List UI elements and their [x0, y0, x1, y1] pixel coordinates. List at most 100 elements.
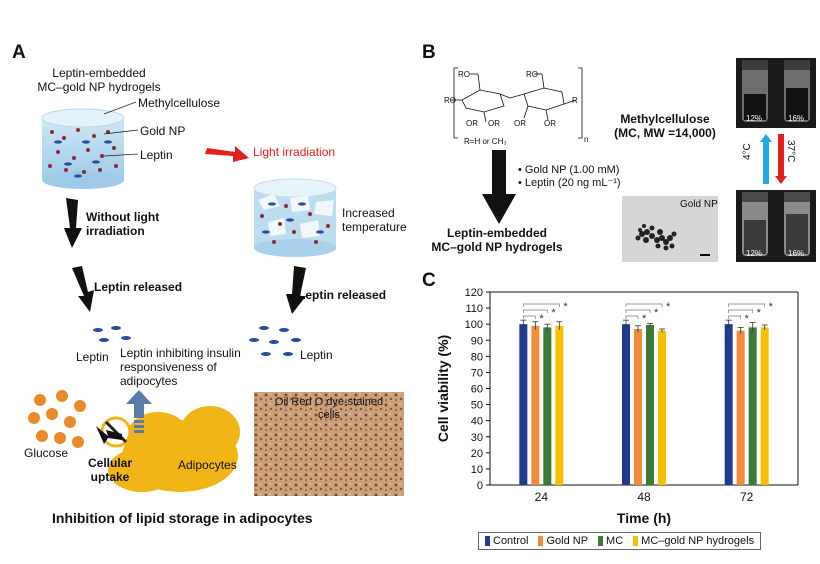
bar — [760, 327, 769, 485]
struct-ro-2: RO — [444, 96, 456, 105]
reagent-gold: • Gold NP (1.00 mM) — [518, 164, 620, 176]
significance-bracket — [625, 309, 651, 313]
label-methylcellulose: Methylcellulose — [138, 96, 221, 110]
bar — [736, 330, 745, 485]
leptin-released-left: Leptin released — [94, 280, 183, 294]
bar — [724, 324, 733, 485]
legend-label-mc: MC — [606, 535, 624, 547]
significance-bracket — [625, 303, 663, 307]
cell-viability-chart: 010203040506070809010011012024***48***72… — [435, 287, 799, 526]
legend-swatch-mc — [598, 536, 604, 546]
methylcellulose-name: Methylcellulose (MC, MW =14,000) — [604, 112, 726, 140]
oil-red-line-1: Oil Red O dye-stained — [274, 396, 384, 408]
oil-red-micrograph — [254, 392, 404, 496]
chart-legend: Control Gold NP MC MC–gold NP hydrogels — [478, 532, 762, 550]
significance-marker: * — [642, 313, 647, 325]
result-line-1: Leptin-embedded — [446, 226, 547, 240]
glucose-label: Glucose — [24, 446, 69, 460]
label-leptin: Leptin — [140, 148, 173, 162]
panel-b-letter: B — [422, 42, 436, 63]
significance-marker: * — [745, 313, 750, 325]
hydrogel-title: Leptin-embedded MC–gold NP hydrogels — [14, 66, 184, 94]
temp-cold-label: 4°C — [742, 143, 753, 160]
panel-a-caption: Inhibition of lipid storage in adipocyte… — [52, 510, 313, 526]
struct-or-3: OR — [514, 119, 526, 128]
legend-swatch-control — [485, 536, 490, 546]
oil-red-line-2: cells — [317, 409, 340, 421]
vial-16-top-label: 16% — [788, 114, 805, 123]
y-tick-label: 100 — [465, 319, 483, 331]
significance-marker: * — [551, 307, 556, 319]
methylcellulose-structure: RO RO OR OR RO OR OR R n R=H or CH₃ — [444, 67, 588, 146]
label-pointers — [103, 101, 139, 157]
synthesis-arrow-icon — [482, 150, 516, 224]
inhibit-line-2: responsiveness of — [120, 360, 217, 374]
inhibit-line-3: adipocytes — [120, 374, 178, 388]
significance-bracket — [625, 315, 639, 319]
significance-bracket — [522, 315, 536, 319]
legend-label-gold-np: Gold NP — [546, 535, 589, 547]
temperature-arrows — [760, 134, 787, 184]
reagent-list: • Gold NP (1.00 mM) • Leptin (20 ng mL⁻¹… — [518, 164, 621, 190]
bar — [543, 327, 552, 485]
hydrogel-result-label: Leptin-embedded MC–gold NP hydrogels — [422, 226, 572, 254]
y-tick-label: 0 — [477, 480, 483, 492]
vial-16-bottom-label: 16% — [788, 249, 805, 258]
y-tick-label: 30 — [471, 432, 483, 444]
x-tick-label: 24 — [535, 490, 549, 504]
bar — [555, 325, 564, 485]
y-tick-label: 110 — [465, 303, 483, 315]
adipocytes-label: Adipocytes — [178, 458, 237, 472]
legend-swatch-gold-np — [538, 536, 544, 546]
y-tick-label: 80 — [471, 351, 483, 363]
temp-warm-label: 37°C — [785, 140, 796, 163]
bar — [658, 330, 666, 485]
significance-marker: * — [654, 307, 659, 319]
panel-a-letter: A — [12, 42, 26, 63]
y-tick-label: 20 — [471, 448, 483, 460]
legend-item-gold-np: Gold NP — [538, 535, 588, 547]
struct-or-4: OR — [544, 119, 556, 128]
leptin-molecules — [93, 326, 131, 342]
light-arrow-icon — [205, 146, 249, 162]
leptin-molecules — [249, 326, 301, 356]
significance-bracket — [728, 315, 742, 319]
hydrogel-title-line-2: MC–gold NP hydrogels — [37, 80, 161, 94]
vial-12-top-label: 12% — [746, 114, 763, 123]
cellular-uptake-label: Cellular uptake — [80, 456, 140, 484]
increased-line-1: Increased — [342, 206, 395, 220]
struct-or-2: OR — [488, 119, 500, 128]
y-tick-label: 70 — [471, 367, 483, 379]
without-light-line-1: Without light — [86, 210, 160, 224]
hydrogel-cylinder-right — [253, 178, 337, 257]
leptin-left-label: Leptin — [76, 350, 109, 364]
y-tick-label: 50 — [471, 400, 483, 412]
tem-label: Gold NP — [680, 199, 718, 210]
significance-marker: * — [666, 301, 671, 313]
bar — [634, 328, 642, 485]
down-arrow-icon — [286, 266, 306, 314]
without-light-label: Without light irradiation — [86, 210, 159, 238]
light-irradiation-label: Light irradiation — [253, 145, 336, 159]
leptin-right-label: Leptin — [300, 348, 333, 362]
bar — [531, 325, 540, 485]
adipocyte-illustration — [28, 390, 240, 492]
y-tick-label: 60 — [471, 384, 483, 396]
down-arrow-icon — [72, 266, 94, 312]
x-tick-label: 48 — [637, 490, 651, 504]
struct-ro-1: RO — [458, 70, 470, 79]
struct-r-definition: R=H or CH₃ — [464, 137, 507, 146]
struct-or-1: OR — [466, 119, 478, 128]
legend-item-mc: MC — [598, 535, 623, 547]
reagent-leptin: • Leptin (20 ng mL⁻¹) — [518, 177, 621, 189]
oil-red-caption: Oil Red O dye-stained cells — [256, 396, 402, 422]
gold-np-tem-image — [622, 196, 718, 262]
panel-c-letter: C — [422, 270, 436, 291]
y-tick-label: 10 — [471, 464, 483, 476]
result-line-2: MC–gold NP hydrogels — [431, 240, 563, 254]
legend-swatch-mc-gold — [633, 536, 639, 546]
vials-warm-graphic — [742, 192, 810, 256]
significance-marker: * — [539, 313, 544, 325]
significance-marker: * — [563, 301, 568, 313]
mc-name-line: Methylcellulose — [620, 112, 710, 126]
